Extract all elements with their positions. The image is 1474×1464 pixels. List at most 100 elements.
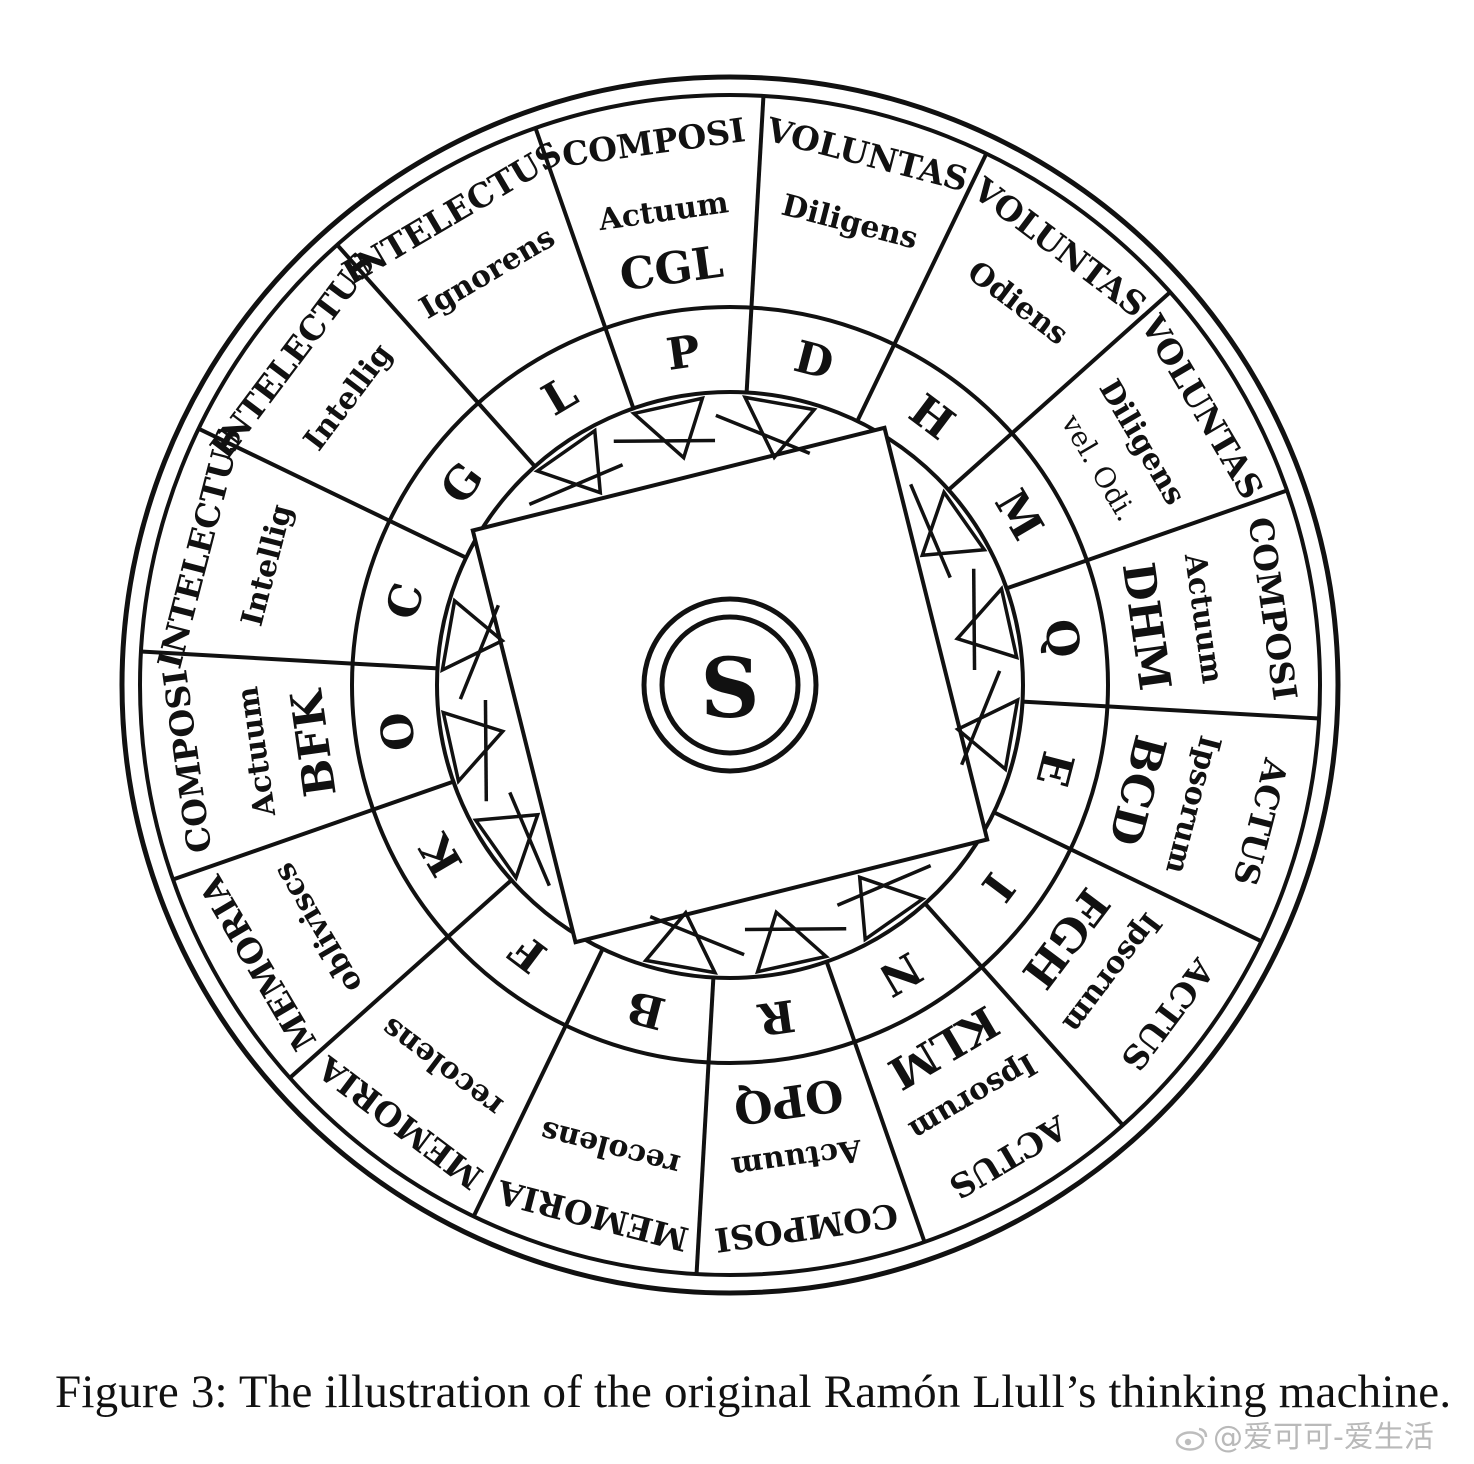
sector-divider bbox=[471, 1024, 568, 1218]
letter-divider bbox=[824, 960, 857, 1043]
letter-divider bbox=[372, 779, 455, 812]
letter-divider bbox=[947, 431, 1014, 492]
ring-letter: G bbox=[431, 453, 494, 514]
sector-divider bbox=[980, 965, 1125, 1127]
sector-subtitle: Diligens bbox=[778, 188, 921, 257]
ring-letter: P bbox=[663, 326, 703, 381]
sector-divider bbox=[197, 426, 391, 523]
sector-divider bbox=[892, 152, 989, 346]
sector-title: MEMORIA bbox=[493, 1172, 692, 1259]
weibo-logo-icon bbox=[1175, 1427, 1208, 1451]
sector-title: COMPOSI bbox=[1241, 515, 1305, 703]
concentric-circles bbox=[119, 74, 1341, 1296]
sector-divider bbox=[335, 243, 480, 405]
sector-title: INTELECTUS bbox=[336, 133, 569, 292]
ring-letter: D bbox=[789, 331, 839, 390]
center-hub: S bbox=[641, 596, 819, 774]
inner-triangle bbox=[533, 427, 603, 496]
sector-divider bbox=[288, 935, 450, 1080]
outer-inner-circle bbox=[138, 93, 1322, 1277]
ring-letter: O bbox=[370, 709, 426, 754]
letter-divider bbox=[1005, 558, 1088, 591]
center-letter: S bbox=[700, 641, 759, 737]
ring-letter: E bbox=[1025, 746, 1083, 791]
letter-divider bbox=[388, 518, 467, 560]
inner-triangle-edge bbox=[909, 483, 952, 579]
sector-subtitle: Actuum bbox=[595, 185, 731, 238]
ring-letter: B bbox=[622, 980, 671, 1039]
inner-triangle bbox=[642, 909, 718, 975]
hub-outer-circle bbox=[641, 596, 819, 774]
inner-triangle bbox=[630, 395, 705, 461]
inner-triangle-edge bbox=[960, 670, 1002, 766]
inner-triangle-edge bbox=[528, 463, 624, 506]
letter-ring-inner-circle bbox=[435, 390, 1025, 980]
inner-triangle bbox=[472, 812, 541, 882]
outer-rim-circle bbox=[119, 74, 1341, 1296]
letter-divider bbox=[563, 948, 605, 1027]
inner-triangle-edge bbox=[715, 413, 811, 455]
inner-triangle bbox=[742, 395, 818, 461]
sector-subtitle: recolens bbox=[537, 1113, 684, 1183]
letter-divider bbox=[446, 878, 513, 939]
inner-triangle-edge bbox=[744, 926, 847, 932]
figure-caption: Figure 3: The illustration of the origin… bbox=[55, 1366, 1452, 1418]
inner-triangle bbox=[857, 874, 927, 943]
inner-triangle bbox=[954, 697, 1020, 773]
sector-title: COMPOSI bbox=[560, 110, 748, 174]
sector-divider bbox=[533, 127, 608, 329]
sector-divider bbox=[1069, 847, 1263, 944]
letter-divider bbox=[603, 327, 636, 410]
sector-title: COMPOSI bbox=[155, 667, 219, 855]
inner-triangle bbox=[919, 488, 988, 558]
sector-subtitle: Actuum bbox=[230, 684, 283, 820]
sector-divider bbox=[749, 95, 766, 308]
sector-divider bbox=[1086, 488, 1288, 563]
inner-triangle bbox=[440, 597, 506, 673]
sector-letter-group: OPQ bbox=[731, 1068, 847, 1134]
sector-subtitle: Intellig bbox=[235, 501, 300, 630]
inner-triangle-edge bbox=[483, 699, 489, 802]
ring-letter: Q bbox=[1034, 616, 1090, 661]
inner-triangle-edge bbox=[971, 568, 977, 671]
ring-letter: N bbox=[870, 941, 931, 1005]
letter-divider bbox=[1022, 699, 1108, 709]
letter-divider bbox=[993, 810, 1072, 852]
letter-divider bbox=[923, 902, 984, 969]
sector-title: VOLUNTAS bbox=[761, 110, 971, 200]
ring-letter: C bbox=[377, 578, 435, 625]
inner-triangle-edge bbox=[613, 438, 716, 444]
letter-divider bbox=[744, 307, 754, 393]
ring-letter: H bbox=[900, 385, 964, 451]
ring-letter: I bbox=[971, 863, 1024, 910]
ring-letter: F bbox=[501, 923, 557, 983]
inner-triangle bbox=[440, 710, 506, 785]
sector-letter-group: BCD bbox=[1098, 730, 1175, 850]
letter-divider bbox=[476, 401, 537, 468]
inner-triangle-edge bbox=[836, 864, 932, 907]
watermark: @爱可可-爱生活 bbox=[1175, 1412, 1434, 1456]
inner-triangle bbox=[954, 585, 1020, 660]
letter-divider bbox=[855, 343, 897, 422]
sector-letter-group: BFK bbox=[281, 685, 347, 799]
inner-triangle-edge bbox=[508, 791, 551, 887]
letter-divider bbox=[706, 977, 716, 1063]
sector-divider bbox=[694, 1062, 711, 1275]
ring-letter: R bbox=[755, 989, 799, 1045]
sector-divider bbox=[852, 1041, 927, 1243]
sector-letter-group: DHM bbox=[1112, 559, 1180, 693]
sector-title: ACTUS bbox=[1225, 754, 1295, 890]
ring-letter: K bbox=[409, 824, 473, 884]
ring-letter: L bbox=[534, 367, 587, 427]
sector-title: COMPOSI bbox=[712, 1196, 900, 1260]
sector-divider bbox=[1010, 290, 1172, 435]
